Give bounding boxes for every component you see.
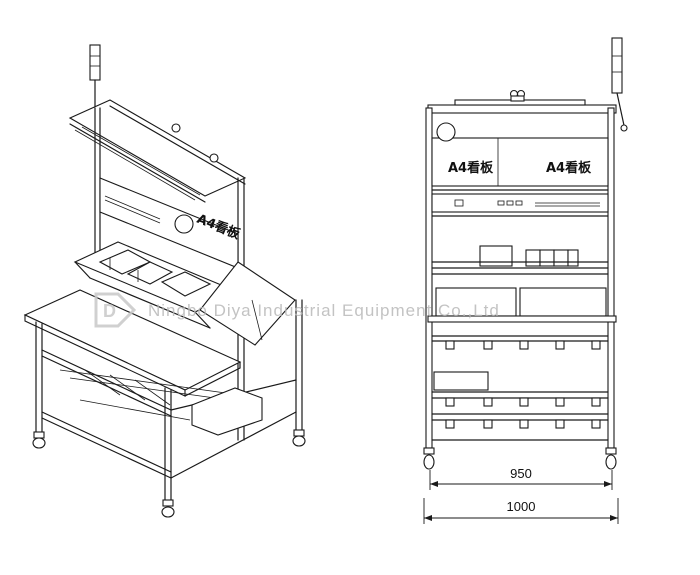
- kanban-label-right: A4看板: [546, 160, 592, 176]
- front-left-upright: [425, 107, 433, 449]
- tray-right: [519, 287, 607, 317]
- clip-row-lower: [445, 397, 601, 429]
- dimension-label-950: 950: [510, 466, 532, 481]
- power-strip: [431, 193, 609, 213]
- table-top-front: [427, 315, 617, 323]
- caster-icon: [161, 499, 175, 518]
- work-table-top: [23, 289, 242, 397]
- tilted-tray: [199, 261, 296, 346]
- dimension-950: 950: [429, 466, 613, 490]
- perspective-view: A4看板: [23, 44, 306, 518]
- watermark-text: Ningbo Diya Industrial Equipment Co.,Ltd: [148, 301, 500, 320]
- parts-bin-shelf: [73, 241, 240, 329]
- top-clamp-icon: [509, 89, 526, 102]
- signal-light-icon: [611, 37, 628, 132]
- dimension-1000: 1000: [423, 498, 619, 524]
- watermark: D Ningbo Diya Industrial Equipment Co.,L…: [94, 292, 500, 328]
- svg-text:D: D: [103, 301, 116, 321]
- caster-icon: [292, 429, 306, 447]
- kanban-board-front: [431, 137, 609, 187]
- front-view: A4看板 A4看板: [423, 37, 628, 524]
- caster-icon: [423, 447, 435, 470]
- watermark-logo-icon: D: [94, 292, 137, 328]
- caster-icon: [32, 431, 46, 449]
- top-frame: [68, 99, 247, 203]
- top-beam: [427, 104, 617, 114]
- clip-row-upper: [445, 340, 601, 350]
- lower-bin: [191, 387, 263, 436]
- dimension-label-1000: 1000: [507, 499, 536, 514]
- front-right-upright: [607, 107, 615, 449]
- kanban-label-left: A4看板: [448, 160, 494, 176]
- tray-left: [435, 287, 517, 317]
- lower-box: [433, 371, 489, 391]
- signal-light-icon: [89, 44, 101, 109]
- bin-shelf-front: [431, 245, 609, 275]
- caster-icon: [605, 447, 617, 470]
